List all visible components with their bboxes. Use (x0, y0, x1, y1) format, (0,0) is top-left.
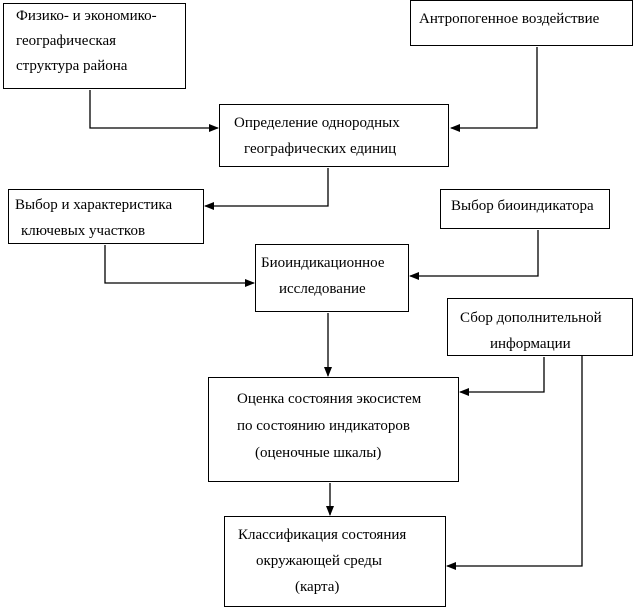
box-anthropogenic-line-1: Антропогенное воздействие (419, 11, 600, 27)
box-classification-line-2: окружающей среды (256, 553, 382, 569)
box-assessment-line-1: Оценка состояния экосистем (237, 391, 422, 407)
box-anthropogenic-impact: Антропогенное воздействие (410, 0, 633, 46)
box-assessment-line-3: (оценочные шкалы) (255, 445, 382, 461)
connector-units-to-keysites (204, 168, 329, 210)
box-classification-line-3: (карта) (295, 579, 340, 595)
box-homogeneous-units: Определение однородных географических ед… (219, 104, 449, 167)
box-classification-line-1: Классификация состояния (238, 527, 407, 543)
box-extra-info-line-1: Сбор дополнительной (460, 310, 602, 326)
box-extra-info-line-2: информации (490, 336, 571, 352)
connector-structure-to-units (89, 90, 219, 132)
box-additional-info: Сбор дополнительной информации (447, 298, 633, 356)
connector-keysites-to-study (104, 245, 255, 287)
box-bioindication-study-line-1: Биоиндикационное (261, 255, 385, 271)
box-bioindication-study: Биоиндикационное исследование (255, 244, 409, 312)
connector-extra-to-assessment (459, 357, 545, 396)
connector-bioindicator-to-study (409, 230, 539, 280)
box-physical-economic-structure: Физико- и экономико- географическая стру… (3, 3, 186, 89)
connector-extra-to-classification (446, 346, 583, 570)
box-key-sites-line-1: Выбор и характеристика (15, 197, 173, 213)
box-structure-line-1: Физико- и экономико- (16, 8, 157, 24)
box-key-sites: Выбор и характеристика ключевых участков (8, 189, 204, 244)
box-units-line-1: Определение однородных (234, 115, 400, 131)
box-environment-classification: Классификация состояния окружающей среды… (224, 516, 446, 607)
box-assessment-line-2: по состоянию индикаторов (237, 418, 410, 434)
box-bioindication-study-line-2: исследование (279, 281, 366, 297)
box-structure-line-3: структура района (16, 58, 128, 74)
box-bioindicator-choice-line-1: Выбор биоиндикатора (451, 198, 594, 214)
box-bioindicator-choice: Выбор биоиндикатора (440, 189, 610, 229)
box-structure-line-2: географическая (16, 33, 117, 49)
box-units-line-2: географических единиц (244, 141, 397, 157)
box-key-sites-line-2: ключевых участков (21, 223, 146, 239)
box-ecosystem-assessment: Оценка состояния экосистем по состоянию … (208, 377, 459, 482)
connector-anthropogenic-to-units (450, 47, 538, 132)
